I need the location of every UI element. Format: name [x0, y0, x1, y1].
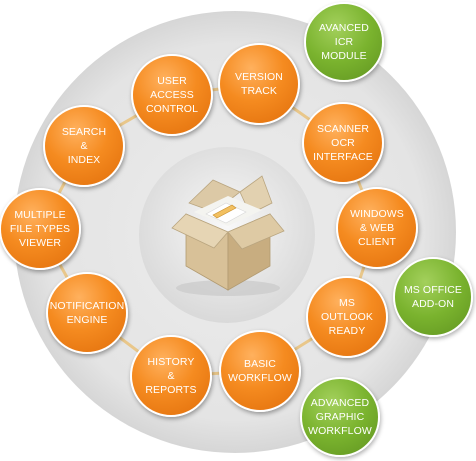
open-box-icon [171, 175, 285, 296]
feature-notification-engine: NOTIFICATION ENGINE [46, 272, 128, 354]
addon-advanced-icr-module: AVANCED ICR MODULE [304, 2, 384, 82]
feature-history-reports: HISTORY & REPORTS [130, 335, 212, 417]
feature-user-access-control: USER ACCESS CONTROL [131, 54, 213, 136]
feature-windows-web-client: WINDOWS & WEB CLIENT [336, 187, 418, 269]
feature-search-index: SEARCH & INDEX [43, 105, 125, 187]
feature-scanner-ocr-interface: SCANNER OCR INTERFACE [302, 102, 384, 184]
feature-basic-workflow: BASIC WORKFLOW [219, 330, 301, 412]
feature-version-track: VERSION TRACK [218, 43, 300, 125]
addon-ms-office-add-on: MS OFFICE ADD-ON [393, 257, 473, 337]
feature-multiple-file-types-viewer: MULTIPLE FILE TYPES VIEWER [0, 188, 81, 270]
addon-advanced-graphic-workflow: ADVANCED GRAPHIC WORKFLOW [300, 377, 380, 457]
feature-ms-outlook-ready: MS OUTLOOK READY [306, 276, 388, 358]
